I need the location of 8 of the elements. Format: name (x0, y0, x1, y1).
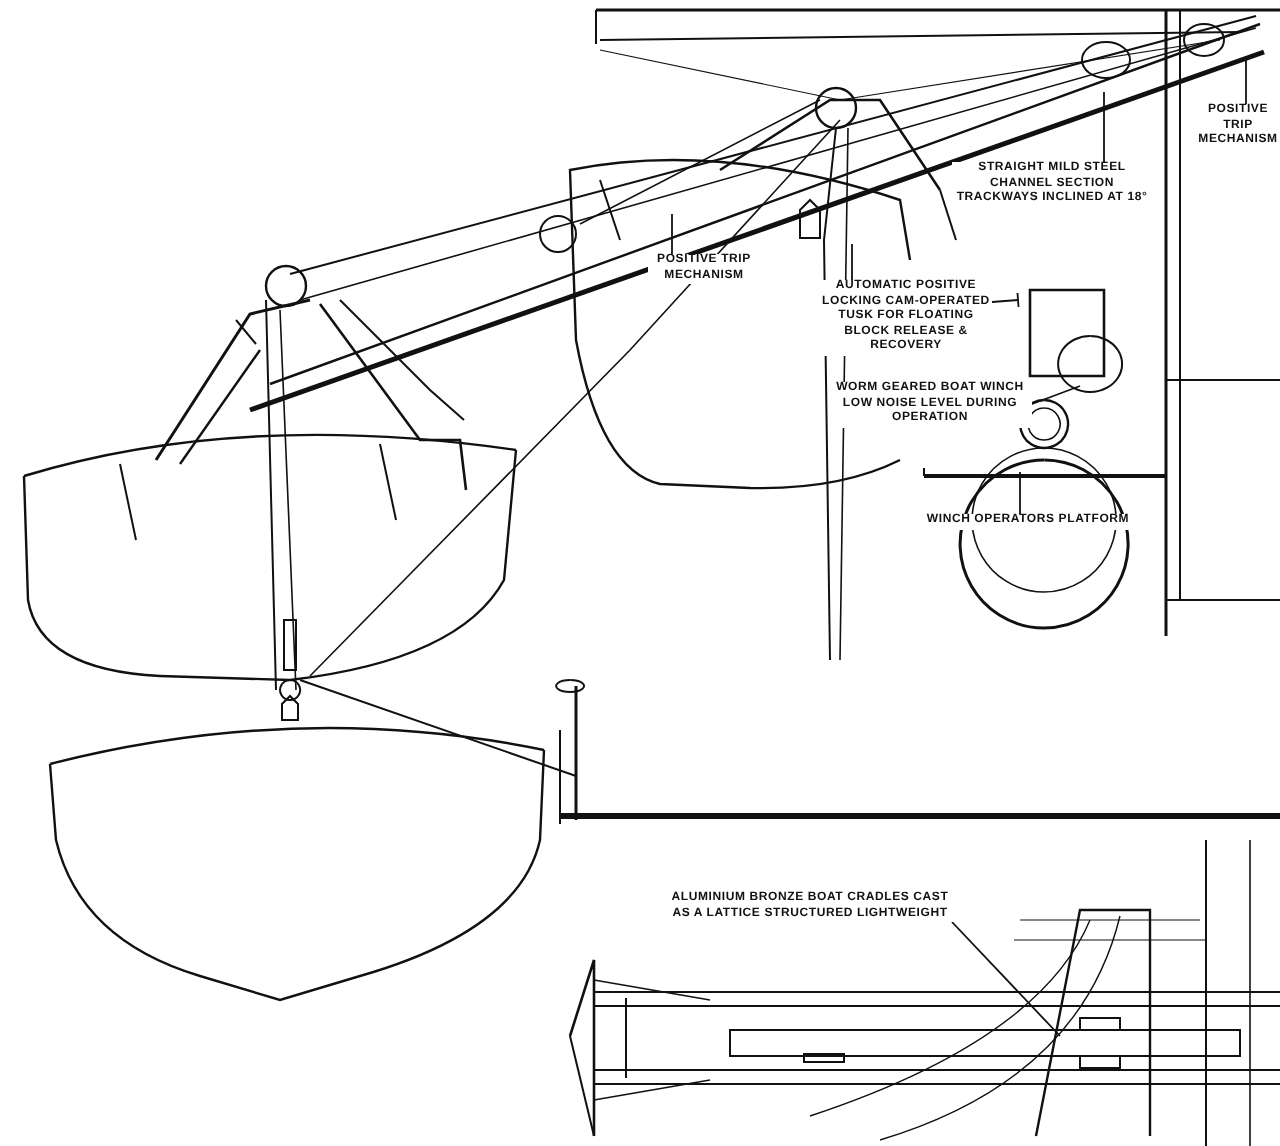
leader-line (991, 291, 1020, 309)
leader-line (1245, 55, 1247, 105)
leader-line (851, 243, 853, 281)
leader-line (671, 213, 673, 255)
leader-line (1019, 471, 1021, 515)
leader-line (1031, 385, 1081, 405)
leader-line (1103, 91, 1105, 163)
leader-line (951, 921, 1061, 1037)
